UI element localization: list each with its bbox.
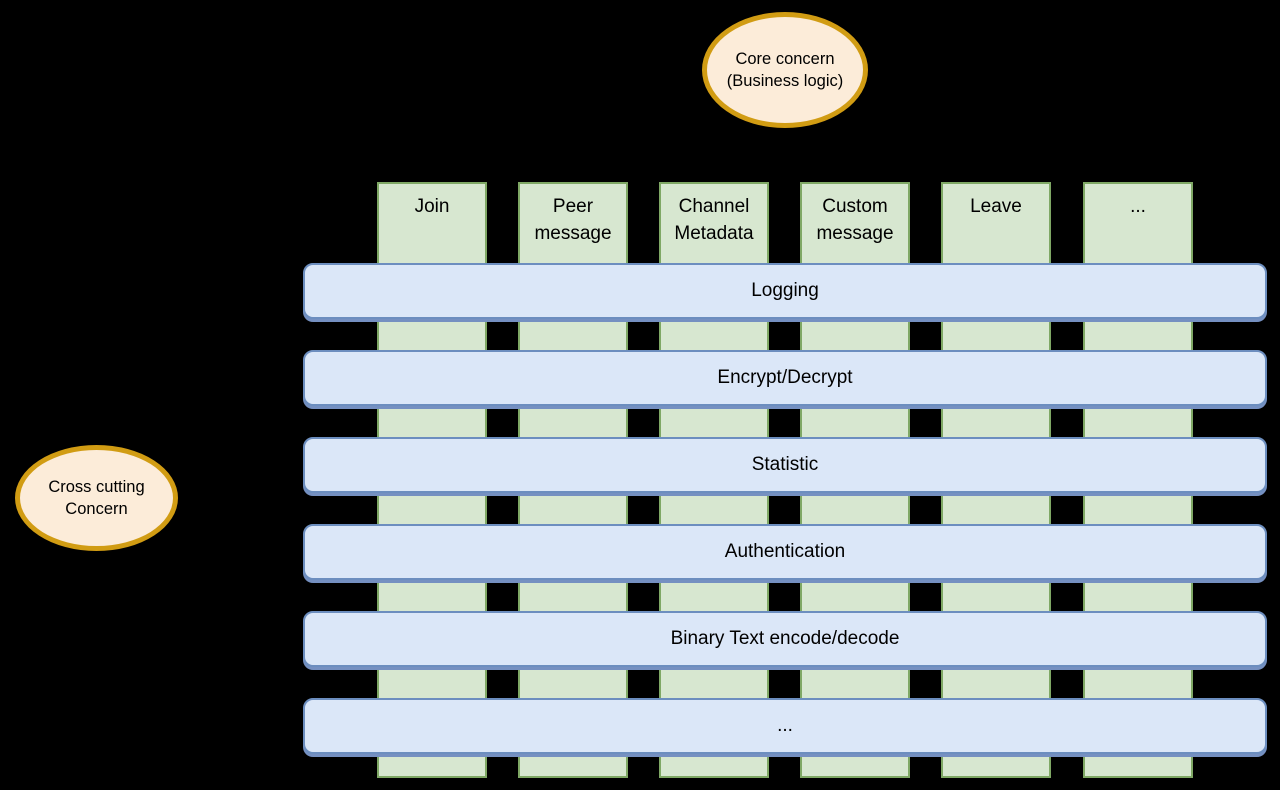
concern-column-label: Join [414,196,450,217]
concern-column-label: Channel Metadata [674,196,754,244]
cross-cutting-bar-logging: Logging [303,263,1267,319]
cross-cutting-bar-label: Logging [751,280,819,301]
cross-cutting-bar-ellipsis: ... [303,698,1267,754]
cross-cutting-bar-statistic: Statistic [303,437,1267,493]
cross-cutting-bar-label: Binary Text encode/decode [670,628,900,649]
cross-cutting-bar-label: Encrypt/Decrypt [717,367,853,388]
cross-cutting-bar-authentication: Authentication [303,524,1267,580]
core-concern-ellipse: Core concern (Business logic) [702,12,868,128]
cross-cutting-concern-ellipse: Cross cutting Concern [15,445,178,551]
cross-cutting-bar-binary-text-encode-decode: Binary Text encode/decode [303,611,1267,667]
concern-column-label: Custom message [816,196,894,244]
cross-cutting-bar-label: Statistic [751,454,819,475]
concern-column-label: ... [1130,196,1146,217]
concern-column-label: Leave [970,196,1022,217]
cross-cutting-bar-label: ... [777,715,793,736]
core-concern-label: Core concern (Business logic) [726,50,844,90]
cross-cutting-bar-encrypt-decrypt: Encrypt/Decrypt [303,350,1267,406]
cross-cutting-bar-label: Authentication [724,541,846,562]
cross-cutting-concern-label: Cross cutting Concern [48,478,145,518]
concern-column-label: Peer message [534,196,612,244]
